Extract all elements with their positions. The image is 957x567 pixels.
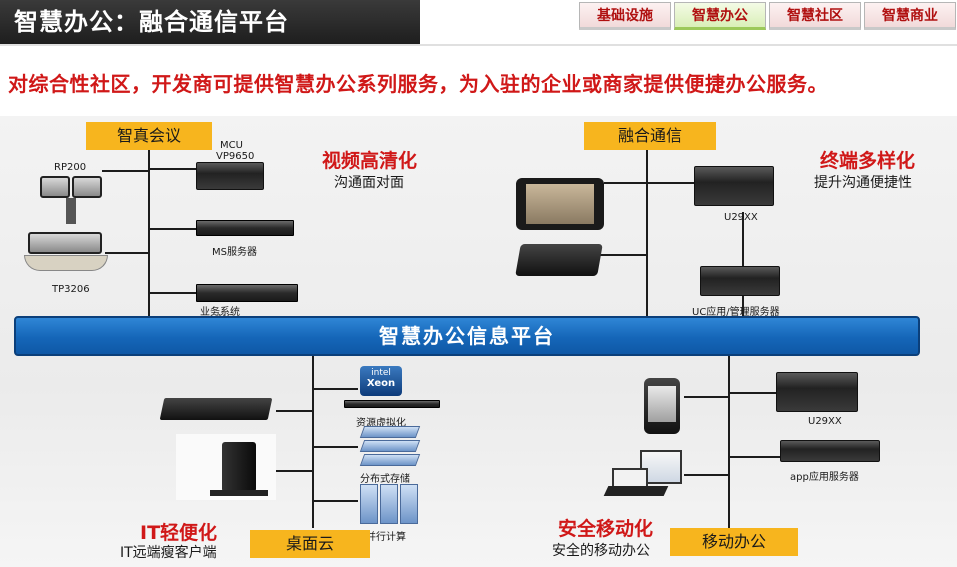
tab-smart-community[interactable]: 智慧社区 (769, 2, 861, 30)
biz-system-device (196, 284, 298, 302)
desktop-branch-tc2 (276, 470, 312, 472)
page-title: 智慧办公：融合通信平台 (0, 0, 420, 44)
mcu-device (196, 162, 264, 190)
comm-u29xx-label: U29XX (724, 212, 758, 223)
app-server-label: app应用服务器 (790, 472, 859, 483)
parallel-block-3 (400, 484, 418, 524)
desktop-branch-storage (312, 446, 358, 448)
comm-branch-tablet (604, 182, 646, 184)
comm-branch-u29xx (646, 182, 694, 184)
meeting-branch-rp200 (102, 170, 148, 172)
meeting-branch-biz (148, 292, 196, 294)
storage-layer-2 (359, 440, 421, 452)
thin-client-1-device (159, 398, 273, 420)
smartphone-device (644, 378, 680, 434)
comm-section-label: 融合通信 (584, 122, 716, 150)
meeting-branch-ms (148, 228, 196, 230)
thin-client-2-device (222, 442, 256, 492)
comm-feature-title: 终端多样化 (820, 150, 916, 172)
rp200-screen-right (72, 176, 102, 198)
comm-trunk-left (646, 142, 648, 318)
tab-infrastructure[interactable]: 基础设施 (579, 2, 671, 30)
ms-server-label: MS服务器 (212, 247, 257, 258)
rp200-stand (66, 198, 76, 224)
meeting-branch-mcu (148, 168, 196, 170)
mobile-u29xx-device (776, 372, 858, 412)
tp3206-table (24, 255, 108, 271)
tab-smart-office[interactable]: 智慧办公 (674, 2, 766, 30)
mobile-branch-laptop (684, 474, 728, 476)
parallel-block-2 (380, 484, 398, 524)
storage-layer-3 (359, 454, 421, 466)
header-divider (0, 44, 957, 46)
app-server-device (780, 440, 880, 462)
rp200-label: RP200 (54, 162, 87, 173)
mobile-feature-sub: 安全的移动办公 (552, 543, 650, 559)
mcu-label-line2: VP9650 (216, 151, 255, 162)
mobile-feature-title: 安全移动化 (558, 518, 654, 540)
comm-feature-sub: 提升沟通便捷性 (814, 175, 912, 191)
tablet-device (516, 178, 604, 230)
laptop-base (603, 486, 669, 496)
desktop-feature-sub: IT远端瘦客户端 (120, 545, 217, 561)
xeon-name: Xeon (366, 378, 396, 389)
desktop-section-label: 桌面云 (250, 530, 370, 558)
tp3206-label: TP3206 (52, 284, 90, 295)
tablet-screen (526, 184, 594, 224)
thin-client-2-base (210, 490, 268, 496)
page-subtitle: 对综合性社区，开发商可提供智慧办公系列服务，为入驻的企业或商家提供便捷办公服务。 (8, 72, 828, 96)
desktop-trunk-line (312, 356, 314, 528)
mobile-section-label: 移动办公 (670, 528, 798, 556)
storage-label: 分布式存储 (360, 474, 410, 485)
xeon-brand: intel (371, 368, 391, 378)
desk-phone-device (515, 244, 603, 276)
meeting-branch-tp3206 (105, 252, 148, 254)
rp200-screen-left (40, 176, 70, 198)
mcu-label-line1: MCU (220, 140, 243, 151)
uc-server-label: UC应用/管理服务器 (692, 307, 780, 318)
comm-branch-phone (600, 254, 646, 256)
storage-layer-1 (359, 426, 421, 438)
tp3206-screen (28, 232, 102, 254)
mobile-branch-phone (684, 396, 728, 398)
virtualization-label: 资源虚拟化 (356, 418, 406, 429)
biz-system-label: 业务系统 (200, 307, 240, 318)
desktop-branch-parallel (312, 500, 358, 502)
mobile-branch-u29xx (728, 392, 776, 394)
desktop-feature-title: IT轻便化 (140, 522, 218, 544)
mobile-trunk-line (728, 356, 730, 528)
comm-u29xx-device (694, 166, 774, 206)
parallel-label: 并行计算 (366, 532, 406, 543)
desktop-branch-xeon (312, 388, 358, 390)
mobile-branch-app (728, 456, 780, 458)
mobile-u29xx-label: U29XX (808, 416, 842, 427)
comm-trunk-right (742, 212, 744, 318)
ms-server-device (196, 220, 294, 236)
xeon-badge: intel Xeon (360, 366, 402, 396)
meeting-feature-sub: 沟通面对面 (334, 175, 404, 191)
tab-smart-commerce[interactable]: 智慧商业 (864, 2, 956, 30)
meeting-feature-title: 视频高清化 (322, 150, 418, 172)
parallel-block-1 (360, 484, 378, 524)
platform-bar: 智慧办公信息平台 (14, 316, 920, 356)
meeting-trunk-line (148, 142, 150, 318)
smartphone-screen (648, 386, 676, 422)
desktop-branch-tc1 (276, 410, 312, 412)
virtualization-server (344, 400, 440, 408)
meeting-section-label: 智真会议 (86, 122, 212, 150)
uc-server-device (700, 266, 780, 296)
